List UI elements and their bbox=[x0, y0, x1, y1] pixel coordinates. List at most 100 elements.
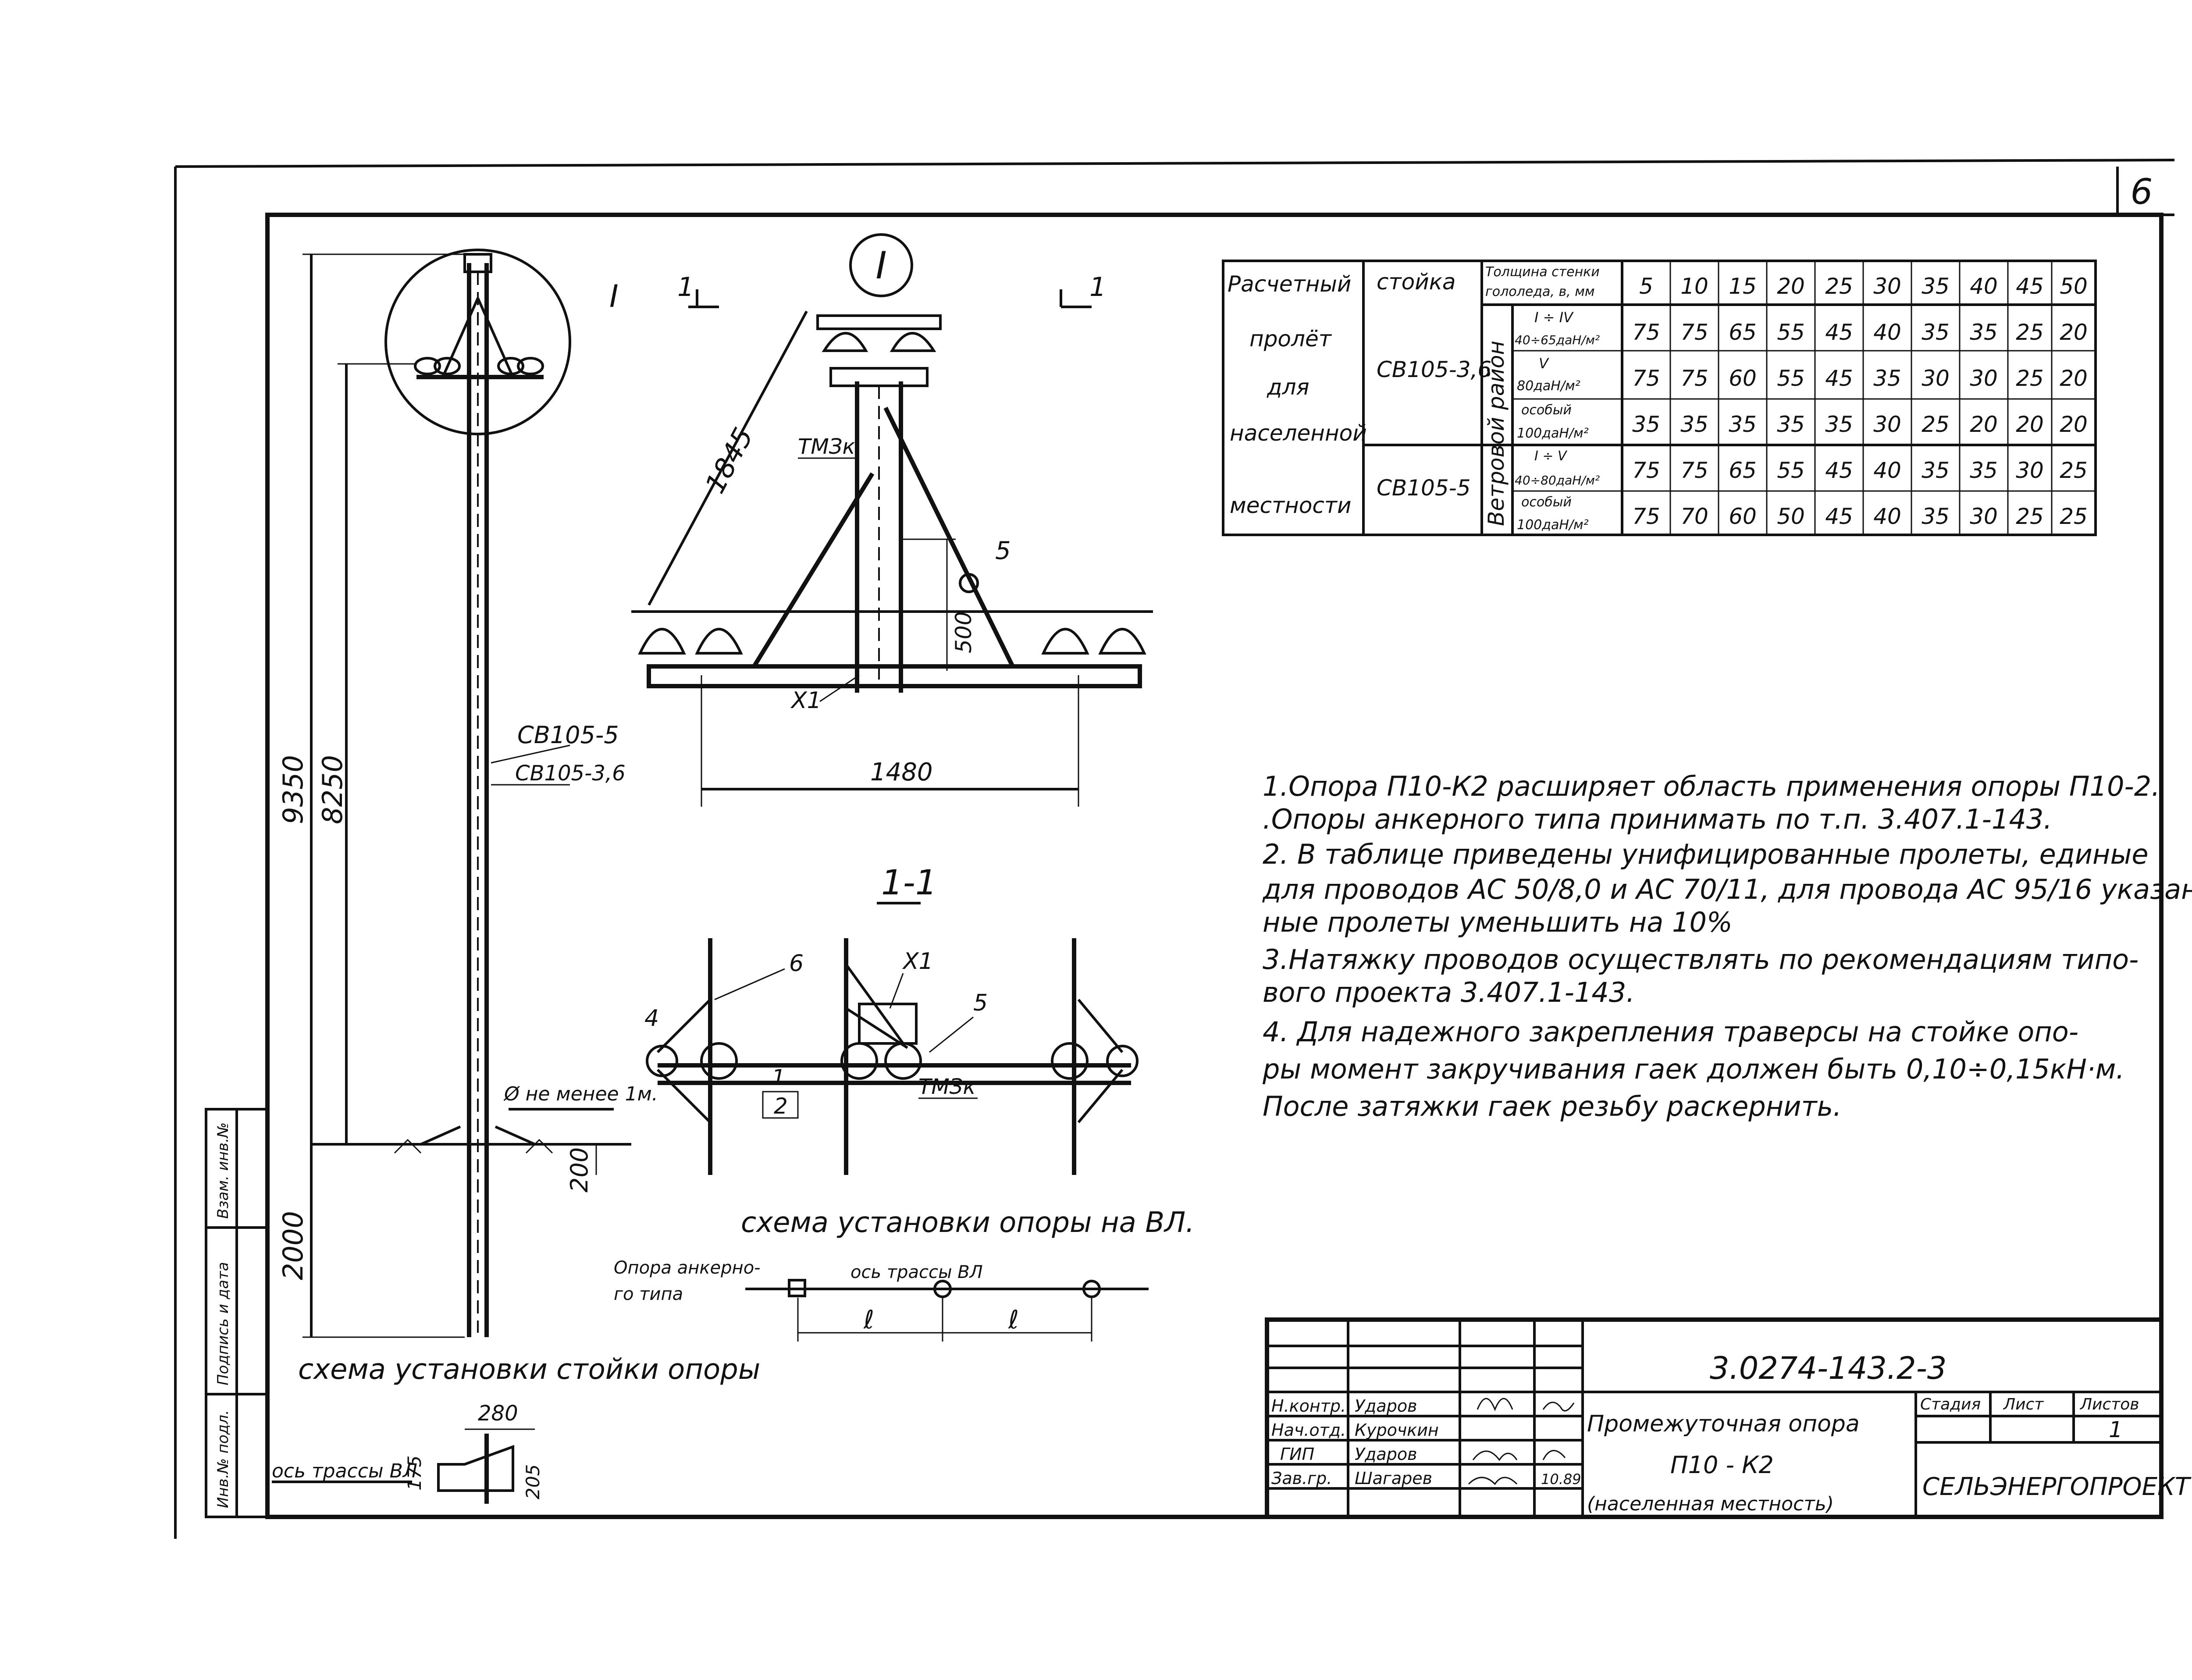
pole-note-depth: Ø не менее 1м. bbox=[503, 1083, 658, 1105]
note-line: .Опоры анкерного типа принимать по т.п. … bbox=[1263, 803, 2052, 835]
table-g1r0-v7: 35 bbox=[1970, 458, 1998, 483]
note-line: ные пролеты уменьшить на 10% bbox=[1263, 906, 1733, 938]
detail-label-x1: Х1 bbox=[790, 687, 822, 714]
table-g0r2-v0: 35 bbox=[1632, 412, 1660, 437]
title-line1: Промежуточная опора bbox=[1587, 1411, 1860, 1437]
table-g0r2-v7: 20 bbox=[1970, 412, 1998, 437]
table-g0r0-v0: 75 bbox=[1632, 320, 1660, 345]
sheets-header: Листов bbox=[2079, 1395, 2139, 1413]
section-title: 1-1 bbox=[881, 863, 937, 903]
table-g1r0-v3: 55 bbox=[1777, 458, 1805, 483]
table-g1r0-v8: 30 bbox=[2016, 458, 2044, 483]
pole-plan-dim-205: 205 bbox=[522, 1464, 544, 1499]
table-g1r1-v3: 50 bbox=[1777, 504, 1805, 529]
note-line: После затяжки гаек резьбу раскернить. bbox=[1263, 1090, 1842, 1122]
organization: СЕЛЬЭНЕРГОПРОЕКТ bbox=[1922, 1473, 2192, 1501]
section-1-1: 1-1 6 Х1 4 5 1 2 ТМЗк bbox=[644, 863, 1139, 1175]
table-g1r0-cond1: I ÷ V bbox=[1534, 448, 1568, 464]
signature-scribble bbox=[1477, 1398, 1575, 1412]
table-g0r1-v1: 75 bbox=[1680, 366, 1708, 391]
pole-callout: I bbox=[609, 278, 619, 314]
signature-scribble bbox=[1472, 1450, 1566, 1461]
note-line: 3.Натяжку проводов осуществлять по реком… bbox=[1263, 943, 2139, 975]
table-g1r1-v0: 75 bbox=[1632, 504, 1660, 529]
table-ice-2: 15 bbox=[1729, 274, 1757, 299]
signature-scribble bbox=[1468, 1477, 1518, 1485]
pole-drawing: I 9350 8250 2000 200 СВ105-5 СВ105-3,6 Ø… bbox=[272, 249, 760, 1504]
install-span-1: ℓ bbox=[863, 1305, 874, 1335]
install-scheme-title: схема установки опоры на ВЛ. bbox=[741, 1207, 1195, 1239]
table-g0r1-v3: 55 bbox=[1777, 366, 1805, 391]
table-span-line-3: местности bbox=[1230, 493, 1352, 518]
pole-plan-axis: ось трассы ВЛ bbox=[272, 1460, 417, 1482]
side-stamp-cell1: Взам. инв.№ bbox=[214, 1122, 232, 1219]
table-g1r1-v1: 70 bbox=[1680, 504, 1708, 529]
table-span-line-1: для bbox=[1267, 374, 1310, 400]
detail-dim-1845: 1845 bbox=[699, 422, 760, 498]
table-span-line-0: пролёт bbox=[1249, 326, 1332, 352]
table-col-span: Расчетный bbox=[1228, 271, 1351, 297]
install-anchor-label-1: Опора анкерно- bbox=[614, 1258, 761, 1278]
section-label-4: 4 bbox=[644, 1005, 659, 1032]
table-col-ice-1: Толщина стенки bbox=[1485, 264, 1600, 280]
detail-section-mark-left: 1 bbox=[677, 272, 694, 303]
table-wind-label: Ветровой район bbox=[1484, 341, 1509, 526]
detail-dim-500: 500 bbox=[951, 612, 976, 653]
signature-name: Шагарев bbox=[1355, 1469, 1432, 1488]
pole-label-sv105-5: СВ105-5 bbox=[517, 721, 619, 749]
detail-label-5: 5 bbox=[995, 537, 1011, 565]
detail-crossarm: I 1 1 1845 500 1480 ТМЗк bbox=[631, 233, 1153, 807]
signature-role: ГИП bbox=[1280, 1445, 1314, 1464]
table-g0r0-v7: 35 bbox=[1970, 320, 1998, 345]
side-stamp-cell3: Инв.№ подл. bbox=[214, 1410, 232, 1508]
stage-header: Стадия bbox=[1920, 1395, 1981, 1413]
table-ice-8: 45 bbox=[2016, 274, 2044, 299]
note-line: для проводов АС 50/8,0 и АС 70/11, для п… bbox=[1262, 873, 2192, 905]
table-g1r1-v9: 25 bbox=[2060, 504, 2088, 529]
table-g0r0-v3: 55 bbox=[1777, 320, 1805, 345]
table-ice-3: 20 bbox=[1777, 274, 1805, 299]
table-g0r1-v7: 30 bbox=[1970, 366, 1998, 391]
table-ice-6: 35 bbox=[1922, 274, 1950, 299]
table-g0r1-v2: 60 bbox=[1729, 366, 1757, 391]
detail-label-tmzk: ТМЗк bbox=[798, 434, 855, 459]
table-g1r1-v4: 45 bbox=[1825, 504, 1853, 529]
table-g1r0-v0: 75 bbox=[1632, 458, 1660, 483]
table-g0r2-v8: 20 bbox=[2016, 412, 2044, 437]
signature-role: Зав.гр. bbox=[1271, 1469, 1332, 1488]
section-label-tmzk: ТМЗк bbox=[918, 1075, 976, 1099]
detail-callout: I bbox=[875, 244, 886, 288]
install-anchor-label-2: го типа bbox=[614, 1284, 683, 1304]
table-g1r1-v8: 25 bbox=[2016, 504, 2044, 529]
table-g1r1-v7: 30 bbox=[1970, 504, 1998, 529]
pole-dim-below: 2000 bbox=[277, 1211, 309, 1280]
table-g0r2-v6: 25 bbox=[1922, 412, 1950, 437]
table-g1r0-v5: 40 bbox=[1873, 458, 1901, 483]
table-stand-1: СВ105-5 bbox=[1377, 475, 1471, 501]
sheet-frame bbox=[174, 159, 2175, 1539]
table-g0r0-cond1: I ÷ IV bbox=[1534, 309, 1574, 326]
table-g1r0-v6: 35 bbox=[1922, 458, 1950, 483]
table-g0r0-v2: 65 bbox=[1729, 320, 1757, 345]
signature-name: Ударов bbox=[1355, 1396, 1417, 1416]
table-ice-1: 10 bbox=[1680, 274, 1708, 299]
signature-date: 10.89 bbox=[1541, 1471, 1581, 1488]
drawing-code: 3.0274-143.2-3 bbox=[1710, 1350, 1946, 1386]
install-scheme: схема установки опоры на ВЛ. Опора анкер… bbox=[614, 1207, 1195, 1342]
detail-section-mark-right: 1 bbox=[1089, 272, 1106, 303]
table-g0r1-v4: 45 bbox=[1825, 366, 1853, 391]
signature-name: Курочкин bbox=[1355, 1420, 1439, 1440]
note-line: 2. В таблице приведены унифицированные п… bbox=[1263, 838, 2149, 870]
table-ice-5: 30 bbox=[1873, 274, 1901, 299]
table-ice-9: 50 bbox=[2060, 274, 2088, 299]
notes: 1.Опора П10-К2 расширяет область примене… bbox=[1262, 770, 2192, 1122]
table-g0r2-v2: 35 bbox=[1729, 412, 1757, 437]
table-g1r1-cond2: 100даН/м² bbox=[1517, 517, 1589, 533]
title-line2: П10 - К2 bbox=[1670, 1451, 1774, 1479]
table-g0r1-v9: 20 bbox=[2060, 366, 2088, 391]
sheets-value: 1 bbox=[2109, 1417, 2123, 1442]
table-g1r0-v9: 25 bbox=[2060, 458, 2088, 483]
table-g0r1-v6: 30 bbox=[1922, 366, 1950, 391]
signature-name: Ударов bbox=[1355, 1445, 1417, 1464]
